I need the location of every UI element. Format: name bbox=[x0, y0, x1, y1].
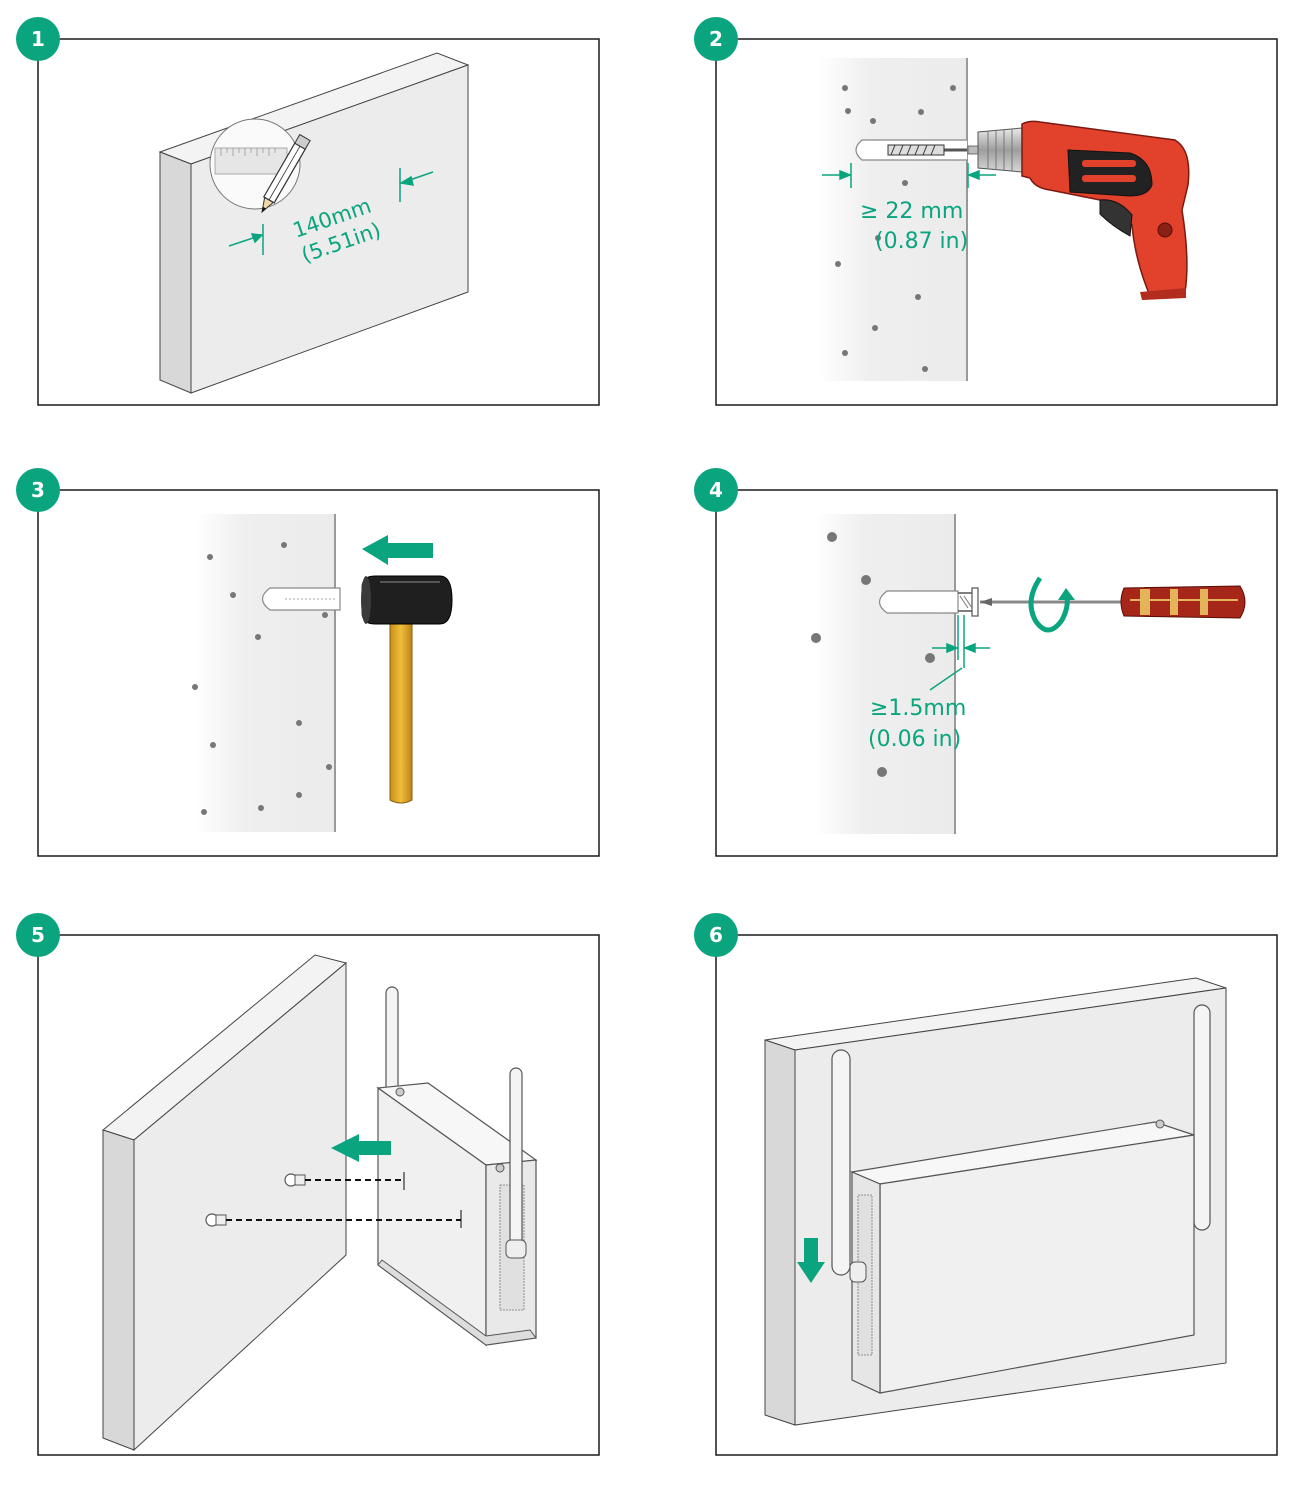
dimension-value-label: ≥ 22 mm bbox=[860, 199, 963, 224]
anchor-icon bbox=[878, 587, 979, 617]
step-badge-6: 6 bbox=[694, 913, 738, 957]
step-badge-1: 1 bbox=[16, 17, 60, 61]
rotate-icon bbox=[1028, 576, 1075, 633]
router-icon bbox=[376, 986, 538, 1347]
dimension-arrows bbox=[822, 163, 996, 188]
step-number: 2 bbox=[709, 27, 723, 51]
wall-section bbox=[811, 514, 956, 834]
anchor-icon bbox=[855, 139, 967, 161]
dimension-imperial-label: (0.87 in) bbox=[875, 229, 968, 254]
step-badge-3: 3 bbox=[16, 468, 60, 512]
screwdriver-icon bbox=[980, 585, 1246, 619]
drill-icon bbox=[967, 120, 1190, 300]
hammer-icon bbox=[361, 575, 453, 804]
panel-step-1: 140mm (5.51in) 1 bbox=[16, 17, 600, 406]
panel-step-2: ≥ 22 mm (0.87 in) 2 bbox=[694, 17, 1278, 406]
step-number: 4 bbox=[709, 478, 723, 502]
step-number: 3 bbox=[31, 478, 45, 502]
arrow-left-icon bbox=[362, 535, 433, 565]
magnifier-circle bbox=[209, 118, 311, 214]
step-badge-4: 4 bbox=[694, 468, 738, 512]
panel-step-3: 3 bbox=[16, 468, 600, 857]
pencil-icon bbox=[261, 133, 311, 214]
wall-slab bbox=[101, 954, 348, 1452]
dimension-imperial-label: (0.06 in) bbox=[868, 727, 961, 752]
step-number: 5 bbox=[31, 923, 45, 947]
panel-step-5: 5 bbox=[16, 913, 600, 1456]
wall-section bbox=[818, 58, 968, 381]
dimension-arrows bbox=[228, 168, 434, 255]
dimension-value-label: ≥1.5mm bbox=[870, 696, 966, 721]
dimension-arrows bbox=[929, 615, 990, 691]
ruler-icon bbox=[214, 147, 288, 175]
wall-section bbox=[192, 514, 336, 832]
panel-step-6: 6 bbox=[694, 913, 1278, 1456]
step-badge-5: 5 bbox=[16, 913, 60, 957]
arrow-left-icon bbox=[331, 1134, 391, 1162]
step-number: 1 bbox=[31, 27, 45, 51]
anchor-icon bbox=[261, 587, 341, 611]
arrow-down-icon bbox=[797, 1238, 825, 1283]
router-icon bbox=[831, 1004, 1211, 1394]
panel-step-4: ≥1.5mm (0.06 in) 4 bbox=[694, 468, 1278, 857]
step-badge-2: 2 bbox=[694, 17, 738, 61]
step-number: 6 bbox=[709, 923, 723, 947]
alignment-lines bbox=[226, 1179, 461, 1221]
